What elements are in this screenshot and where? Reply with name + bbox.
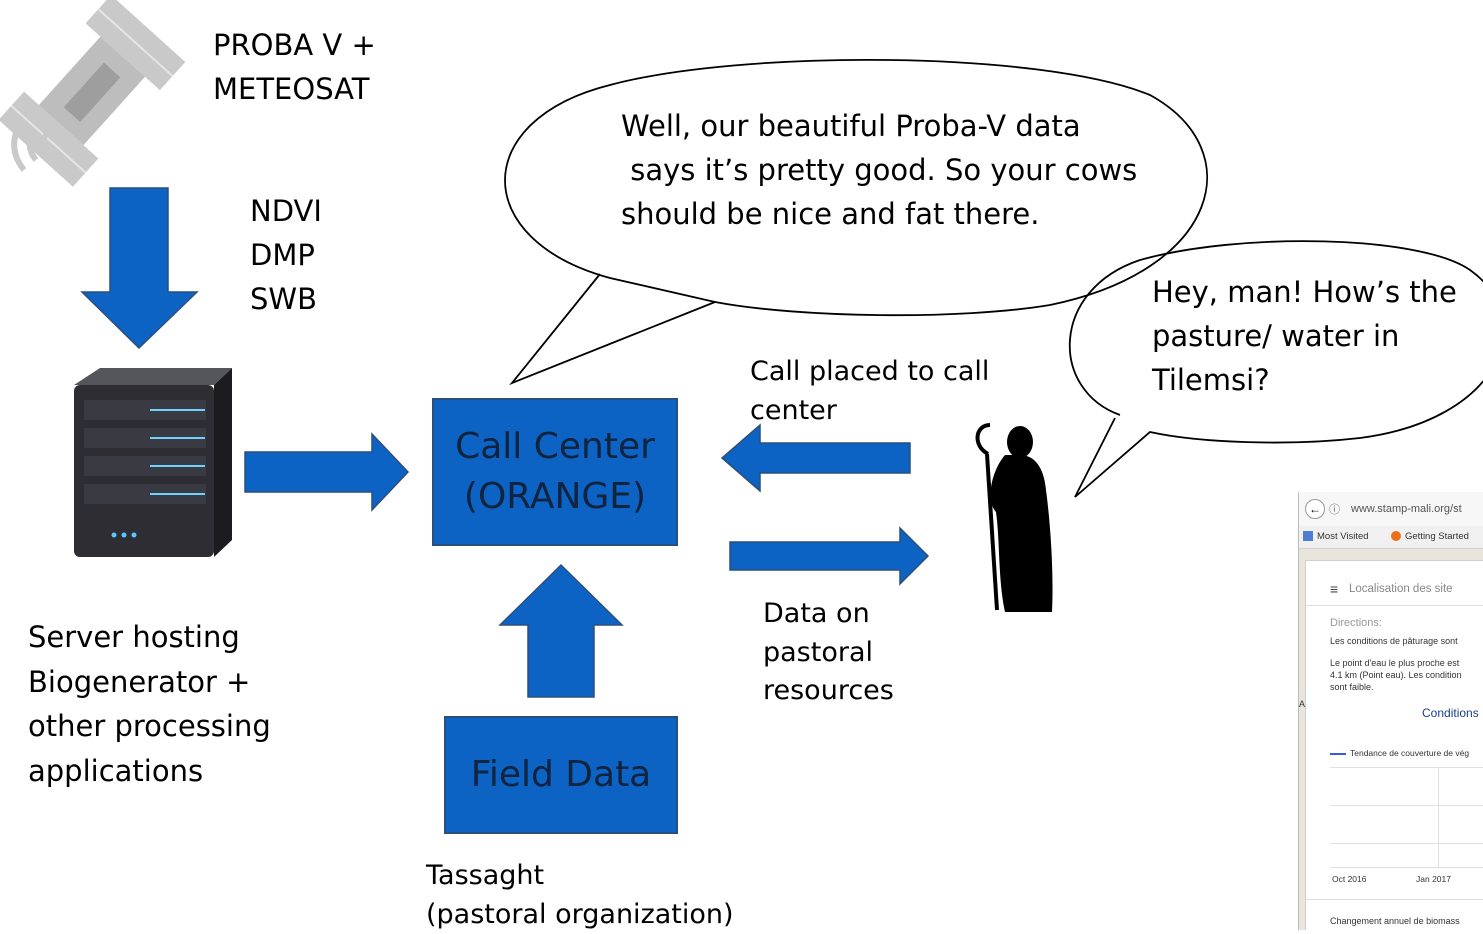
- browser-screenshot: ← ⓘ www.stamp-mali.org/st Most Visited G…: [1298, 492, 1483, 930]
- server-label-line1: Server hosting: [28, 620, 240, 654]
- tassaght-line2: (pastoral organization): [426, 899, 734, 930]
- product-dmp: DMP: [250, 238, 315, 272]
- bookmark-icon: [1303, 531, 1313, 541]
- call-center-line2: (ORANGE): [463, 476, 647, 517]
- satellite-icon: [0, 0, 186, 187]
- biomass-text: Changement annuel de biomass: [1330, 916, 1460, 926]
- bookmark-most-visited[interactable]: Most Visited: [1317, 531, 1369, 542]
- back-icon[interactable]: ←: [1305, 499, 1325, 519]
- left-arrow-call: [720, 423, 911, 493]
- menu-icon[interactable]: ≡: [1330, 581, 1339, 597]
- reply-line3: should be nice and fat there.: [621, 197, 1040, 231]
- question-line2: pasture/ water in: [1152, 319, 1400, 353]
- speech-bubble-question: [1068, 240, 1483, 498]
- directions-label: Directions:: [1330, 617, 1382, 629]
- data-on-line1: Data on: [763, 598, 870, 629]
- reply-line1: Well, our beautiful Proba-V data: [621, 109, 1081, 143]
- question-line1: Hey, man! How’s the: [1152, 275, 1457, 309]
- right-arrow-server: [244, 432, 410, 512]
- text-water-3: sont faible.: [1330, 682, 1374, 692]
- info-icon: ⓘ: [1329, 504, 1340, 516]
- reply-line2: says it’s pretty good. So your cows: [621, 153, 1138, 187]
- server-icon: [74, 368, 232, 557]
- map-side-letter: A: [1299, 699, 1306, 709]
- bookmark-getting-started[interactable]: Getting Started: [1405, 531, 1469, 542]
- conditions-heading: Conditions: [1422, 706, 1479, 720]
- herder-icon: [975, 423, 1053, 612]
- down-arrow: [80, 187, 199, 350]
- info-panel: ≡ Localisation des site Directions: Les …: [1305, 560, 1483, 930]
- browser-url-bar: ← ⓘ www.stamp-mali.org/st: [1299, 492, 1483, 527]
- chart-legend: Tendance de couverture de vég: [1350, 748, 1470, 758]
- field-data-box: Field Data: [444, 716, 678, 834]
- text-water-2: 4.1 km (Point eau). Les condition: [1330, 670, 1462, 680]
- server-label-line2: Biogenerator +: [28, 665, 251, 699]
- tassaght-line1: Tassaght: [426, 860, 545, 891]
- server-label-line3: other processing: [28, 709, 271, 743]
- legend-swatch: [1330, 753, 1346, 755]
- x-tick-jan-2017: Jan 2017: [1416, 874, 1451, 884]
- text-water-1: Le point d'eau le plus proche est: [1330, 658, 1460, 668]
- server-label-line4: applications: [28, 754, 204, 788]
- product-swb: SWB: [250, 282, 317, 316]
- x-tick-oct-2016: Oct 2016: [1332, 874, 1367, 884]
- data-on-line2: pastoral: [763, 637, 874, 668]
- call-placed-line2: center: [750, 395, 837, 426]
- bookmarks-bar: Most Visited Getting Started: [1299, 526, 1483, 549]
- speech-bubble-reply: [504, 58, 1209, 386]
- right-arrow-data: [729, 526, 930, 586]
- data-on-line3: resources: [763, 675, 894, 706]
- up-arrow-field: [498, 563, 624, 698]
- call-center-line1: Call Center: [455, 426, 655, 467]
- question-line3: Tilemsi?: [1152, 363, 1270, 397]
- browser-url[interactable]: www.stamp-mali.org/st: [1351, 503, 1462, 515]
- field-data-label: Field Data: [470, 754, 652, 795]
- firefox-icon: [1391, 531, 1401, 541]
- satellite-label-line2: METEOSAT: [213, 72, 370, 106]
- call-center-box: Call Center (ORANGE): [432, 398, 678, 546]
- product-ndvi: NDVI: [250, 194, 322, 228]
- text-conditions: Les conditions de pâturage sont: [1330, 636, 1458, 646]
- panel-title: Localisation des site: [1349, 583, 1453, 595]
- call-placed-line1: Call placed to call: [750, 356, 990, 387]
- satellite-label-line1: PROBA V +: [213, 28, 376, 62]
